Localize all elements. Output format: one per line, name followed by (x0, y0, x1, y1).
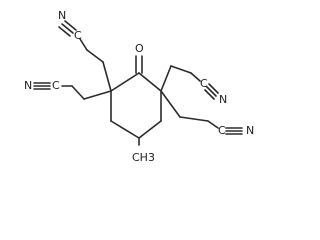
bond-arm1-triple-2 (64, 20, 77, 31)
atom-nitrile-3-n: N (219, 93, 227, 106)
atom-nitrile-1-c: C (74, 29, 82, 42)
atom-nitrile-4-c: C (218, 124, 226, 137)
bond-arm3-c (190, 72, 201, 82)
atom-nitrile-4-n: N (246, 124, 254, 137)
bond-arm2-a (83, 90, 112, 100)
atom-nitrile-2-n: N (24, 79, 32, 92)
ring-bonds (110, 72, 162, 139)
bond-arm3-b (170, 65, 192, 74)
bond-arm3-triple-2 (208, 83, 219, 94)
atom-nitrile-1-n: N (58, 9, 66, 22)
bond-c1-c2 (110, 72, 140, 92)
bond-arm4-c (207, 120, 219, 129)
atom-oxygen: O (135, 42, 144, 55)
bond-c5-c6 (110, 120, 140, 139)
cyanoethyl-arm-2 (33, 82, 112, 100)
atom-methyl: CH3 (132, 151, 155, 164)
bond-arm2-b (71, 85, 85, 100)
bond-arm1-b (86, 49, 104, 63)
bond-arm1-triple-3 (58, 26, 71, 37)
bond-c4-c5 (138, 120, 162, 139)
bond-arm4-b (179, 116, 209, 122)
bond-arm1-c (79, 38, 88, 51)
bond-arm1-triple-1 (61, 23, 74, 34)
atom-nitrile-2-c: C (52, 79, 60, 92)
bond-c2-c3 (138, 72, 162, 92)
atom-nitrile-3-c: C (200, 77, 208, 90)
cyanoethyl-arm-1 (58, 20, 112, 92)
bond-arm1-a (102, 61, 112, 92)
cyanoethyl-arm-4 (160, 90, 243, 135)
cyanoethyl-arm-3 (160, 65, 219, 100)
carbonyl-double-bond (135, 55, 143, 74)
bond-arm3-triple-1 (206, 86, 217, 97)
bond-arm3-a (160, 65, 172, 92)
bond-arm4-a (160, 90, 181, 118)
bond-arm3-triple-3 (204, 89, 215, 100)
chemical-structure-diagram: O C N C N C N C N CH3 (24, 9, 254, 164)
